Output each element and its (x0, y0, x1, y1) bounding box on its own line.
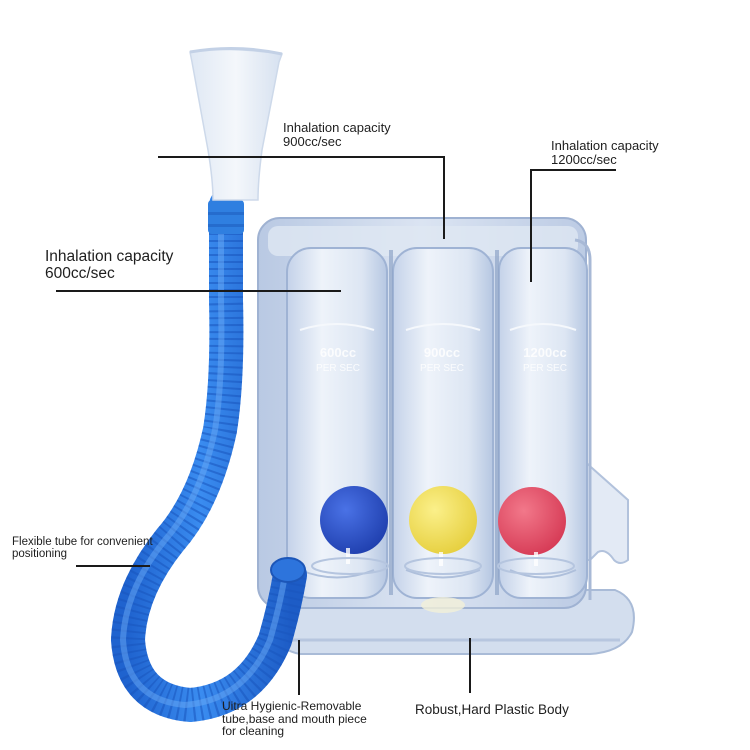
flexible-tube (110, 188, 307, 723)
leader-line-flexible (76, 565, 150, 567)
leader-line-900-h (158, 156, 444, 158)
mouthpiece (189, 46, 284, 201)
svg-text:PER SEC: PER SEC (420, 363, 464, 374)
label-capacity-600: Inhalation capacity 600cc/sec (45, 248, 174, 282)
label-flexible-tube: Flexible tube for convenient positioning (12, 536, 153, 561)
leader-line-1200-v (530, 169, 532, 282)
label-plastic-body: Robust,Hard Plastic Body (415, 702, 569, 718)
label-line: for cleaning (222, 724, 285, 739)
ball-blue (320, 486, 388, 564)
label-line: Inhalation capacity (283, 120, 391, 135)
label-line: positioning (12, 548, 67, 561)
leader-line-1200-h (530, 169, 616, 171)
svg-text:900cc: 900cc (424, 345, 460, 360)
label-line: Robust,Hard Plastic Body (415, 702, 569, 717)
side-fin (582, 457, 629, 564)
divider (389, 250, 393, 595)
leader-line-600 (56, 290, 341, 292)
leader-line-900-v (443, 156, 445, 239)
label-line: Uitra Hygienic-Removable (222, 699, 362, 713)
svg-text:PER SEC: PER SEC (316, 363, 360, 374)
divider (495, 250, 499, 595)
label-line: 1200cc/sec (551, 152, 617, 168)
label-capacity-1200: Inhalation capacity 1200cc/sec (551, 138, 659, 168)
label-line: Inhalation capacity (551, 138, 659, 153)
label-capacity-900: Inhalation capacity 900cc/sec (283, 120, 391, 150)
leader-line-body (469, 638, 471, 693)
label-line: tube,base and mouth piece (222, 711, 367, 726)
svg-text:600cc: 600cc (320, 345, 356, 360)
label-line: Flexible tube for convenient (12, 536, 153, 548)
label-hygienic-removable: Uitra Hygienic-Removable tube,base and m… (222, 700, 367, 738)
svg-text:PER SEC: PER SEC (523, 363, 567, 374)
label-line: 600cc/sec (45, 264, 115, 282)
chamber-engravings: 600cc PER SEC 900cc PER SEC 1200cc PER S… (316, 345, 567, 374)
label-line: 900cc/sec (283, 134, 342, 150)
leader-line-hygienic (298, 640, 300, 695)
svg-text:1200cc: 1200cc (523, 345, 566, 360)
label-line: Inhalation capacity (45, 248, 174, 265)
